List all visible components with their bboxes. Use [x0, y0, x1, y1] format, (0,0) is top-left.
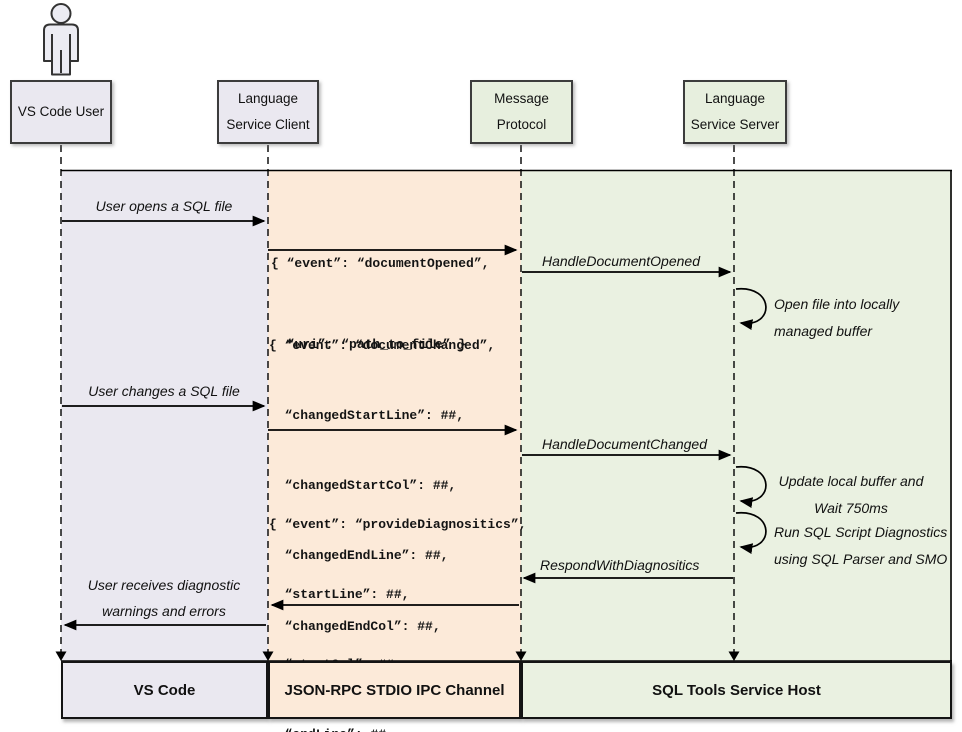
person-icon: [43, 3, 79, 76]
payload-line: “changedStartLine”: ##,: [269, 408, 465, 424]
actor-message-protocol: Message Protocol: [470, 80, 573, 144]
lane-vscode: [61, 171, 268, 661]
note-open-buffer-line1: Open file into locally: [774, 296, 900, 312]
actor-language-service-client: Language Service Client: [217, 80, 319, 144]
label-change-file: User changes a SQL file: [88, 383, 240, 399]
label-handle-changed: HandleDocumentChanged: [542, 436, 707, 452]
lane-host: [521, 171, 952, 661]
down-arrow-protocol: [515, 651, 527, 661]
label-receive-diagnostics: User receives diagnostic warnings and er…: [62, 572, 266, 624]
loop-open-buffer: [735, 288, 767, 331]
payload-line: “endLine”: ##,: [269, 723, 526, 732]
footer-json-rpc-channel: JSON-RPC STDIO IPC Channel: [268, 661, 521, 719]
payload-document-opened: { “event”: “documentOpened”, “uri”: “pat…: [271, 196, 489, 412]
note-open-buffer-line2: managed buffer: [774, 323, 873, 339]
payload-line: { “event”: “documentChanged”,: [269, 337, 496, 353]
payload-line: “changedEndCol”: ##,: [269, 618, 441, 634]
note-update-buffer-line1: Update local buffer and: [778, 473, 924, 489]
actor-client-label-line1: Language: [237, 91, 299, 106]
payload-line: “startLine”: ##,: [269, 587, 410, 603]
actor-vscode-user: VS Code User: [10, 80, 112, 144]
footer-channel-label: JSON-RPC STDIO IPC Channel: [284, 681, 505, 699]
label-receive-line1: User receives diagnostic: [87, 577, 241, 593]
payload-line: { “event”: “provideDiagnositics”,: [269, 516, 527, 532]
actor-language-service-server: Language Service Server: [683, 80, 787, 144]
note-run-diagnostics: Run SQL Script Diagnostics using SQL Par…: [774, 519, 947, 573]
label-respond: RespondWithDiagnositics: [540, 557, 700, 573]
lane-channel: [268, 171, 521, 661]
down-arrow-client: [262, 651, 274, 661]
down-arrow-user: [55, 651, 67, 661]
footer-host-label: SQL Tools Service Host: [652, 681, 821, 699]
down-arrow-server: [728, 651, 740, 661]
note-run-diagnostics-line1: Run SQL Script Diagnostics: [774, 524, 948, 540]
footer-vscode: VS Code: [61, 661, 268, 719]
actor-server-label-line2: Service Server: [690, 117, 780, 132]
footer-sql-tools-host: SQL Tools Service Host: [521, 661, 952, 719]
label-open-file: User opens a SQL file: [95, 198, 233, 214]
actor-vscode-user-label: VS Code User: [17, 104, 105, 119]
loop-update-buffer: [735, 466, 767, 509]
note-update-buffer-line2: Wait 750ms: [814, 500, 888, 516]
note-update-buffer: Update local buffer and Wait 750ms: [770, 468, 932, 522]
actor-protocol-label-line2: Protocol: [496, 117, 547, 132]
footer-vscode-label: VS Code: [133, 681, 196, 699]
label-handle-opened: HandleDocumentOpened: [542, 253, 700, 269]
payload-line: “uri”: “path_to_file” }: [271, 337, 467, 352]
payload-line: “changedEndLine”: ##,: [269, 548, 449, 564]
payload-line: “changedStartCol”: ##,: [269, 478, 457, 494]
actor-server-label-line1: Language: [704, 91, 766, 106]
loop-run-diag: [735, 512, 767, 555]
label-receive-line2: warnings and errors: [102, 603, 226, 619]
note-run-diagnostics-line2: using SQL Parser and SMO: [774, 551, 948, 567]
actor-protocol-label-line1: Message: [494, 91, 549, 106]
payload-line: { “event”: “documentOpened”,: [271, 256, 490, 271]
note-open-buffer: Open file into locally managed buffer: [774, 291, 899, 345]
actor-client-label-line2: Service Client: [226, 117, 310, 132]
